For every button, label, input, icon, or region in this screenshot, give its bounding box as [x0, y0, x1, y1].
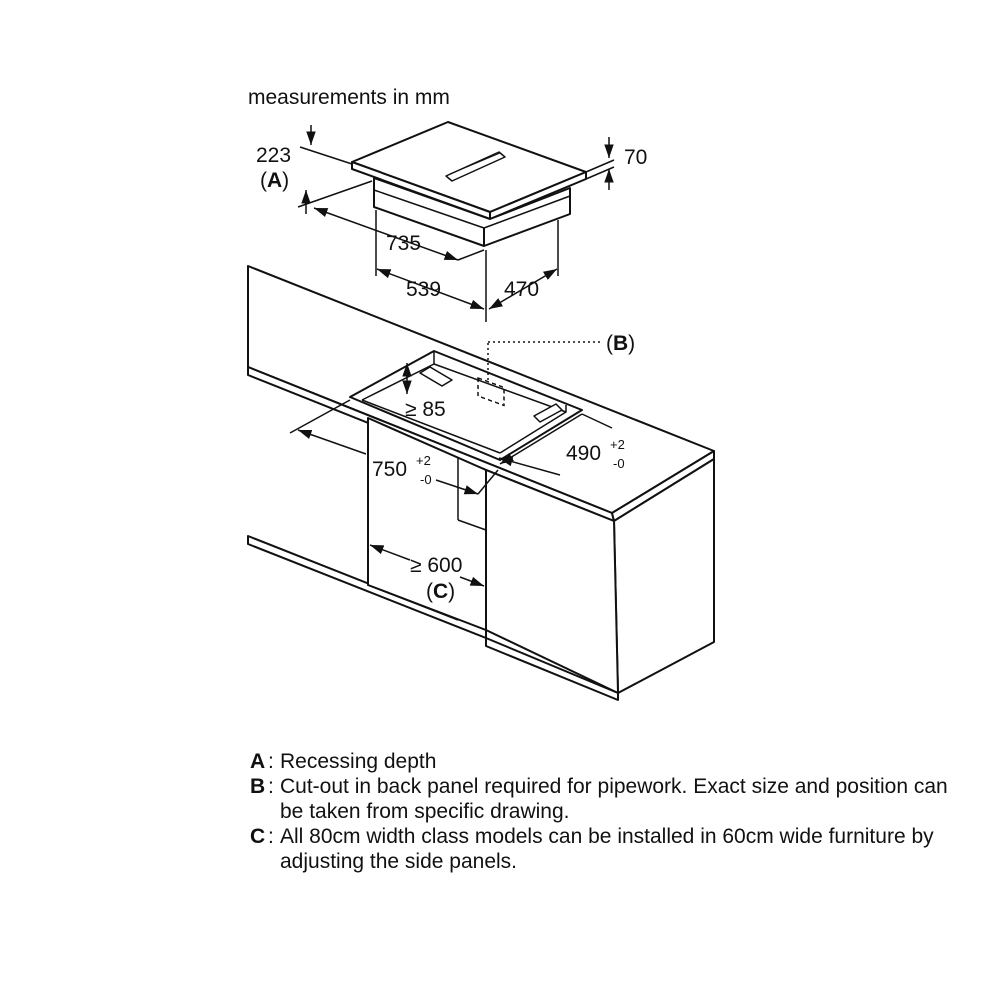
- legend-item-c: C: All 80cm width class models can be in…: [250, 824, 970, 874]
- min-85-label: ≥ 85: [405, 398, 446, 421]
- height-223-label: 223: [256, 144, 291, 167]
- cutout-750-tolerance-plus: +2: [416, 453, 431, 468]
- cutout-750-tolerance-minus: -0: [420, 472, 432, 487]
- recess-depth-a-label: (A): [260, 169, 289, 192]
- depth-70-label: 70: [624, 146, 647, 169]
- appliance-dimension-lines: [297, 125, 615, 322]
- width-735-label: 735: [386, 232, 421, 255]
- min-600-label: ≥ 600: [410, 554, 462, 577]
- legend-text: Recessing depth: [280, 750, 437, 773]
- cutout-490-tolerance-plus: +2: [610, 437, 625, 452]
- legend-key: B: [250, 775, 266, 798]
- cutout-490-label: 490: [566, 442, 601, 465]
- cutout-490-tolerance-minus: -0: [613, 456, 625, 471]
- legend-text: Cut-out in back panel required for pipew…: [280, 775, 948, 823]
- cabinet-dimension-lines: [289, 341, 613, 587]
- pipework-b-label: (B): [606, 332, 635, 355]
- cutout-750-label: 750: [372, 458, 407, 481]
- furniture-width-c-label: (C): [426, 580, 455, 603]
- legend-key: A: [250, 750, 266, 773]
- legend: A: Recessing depth B: Cut-out in back pa…: [250, 749, 970, 874]
- units-note: measurements in mm: [248, 86, 450, 109]
- width-539-label: 539: [406, 278, 441, 301]
- kitchen-cabinet-drawing: [247, 265, 715, 701]
- legend-item-a: A: Recessing depth: [250, 749, 970, 774]
- legend-text: All 80cm width class models can be insta…: [280, 825, 934, 873]
- hob-appliance-drawing: [351, 121, 587, 247]
- legend-item-b: B: Cut-out in back panel required for pi…: [250, 774, 970, 824]
- depth-470-label: 470: [504, 278, 539, 301]
- legend-key: C: [250, 825, 266, 848]
